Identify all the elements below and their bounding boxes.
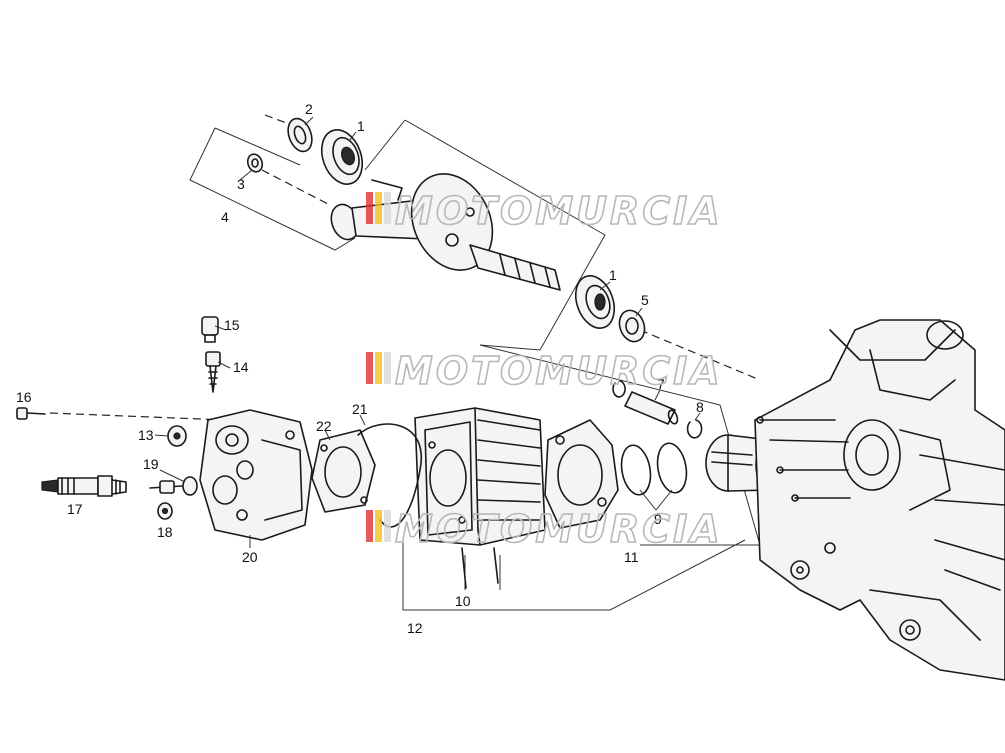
- wm-stripe: [384, 192, 391, 224]
- washer-3: [246, 153, 264, 173]
- nut-13: [167, 425, 187, 447]
- callout-15: 15: [224, 317, 240, 333]
- wm-stripe: [366, 510, 373, 542]
- callout-11: 11: [624, 549, 639, 565]
- head-group: [16, 316, 423, 541]
- callout-8: 8: [696, 399, 704, 415]
- bearing-1-top: [320, 129, 364, 185]
- callout-14: 14: [233, 359, 249, 375]
- cylinder: [414, 407, 546, 546]
- watermark-text: MOTOMURCIA: [395, 349, 723, 393]
- watermark-middle: MOTOMURCIA: [366, 348, 723, 394]
- callout-13: 13: [138, 427, 154, 443]
- callout-2: 2: [305, 101, 313, 117]
- callout-17: 17: [67, 501, 83, 517]
- watermark-bottom: MOTOMURCIA: [366, 506, 723, 552]
- watermark-top: MOTOMURCIA: [366, 188, 723, 234]
- studs-10: [461, 547, 499, 589]
- o-ring-21: [357, 423, 423, 528]
- callout-19: 19: [143, 456, 159, 472]
- crankshaft-group: [189, 114, 761, 381]
- cylinder-group: [402, 344, 785, 611]
- callout-21: 21: [352, 401, 368, 417]
- circlip-8: [686, 419, 703, 439]
- nut-18: [157, 502, 173, 520]
- piston-rings-9: [620, 442, 688, 496]
- bolt-16: [16, 407, 46, 420]
- oil-seal-2: [287, 117, 313, 153]
- bearing-1-lower: [574, 275, 616, 329]
- callout-3: 3: [237, 176, 245, 192]
- wm-stripe: [375, 510, 382, 542]
- wm-stripe: [375, 192, 382, 224]
- watermark-text: MOTOMURCIA: [395, 507, 723, 551]
- callout-1-top: 1: [357, 118, 365, 134]
- wm-stripe: [375, 352, 382, 384]
- callout-leaders: [154, 116, 701, 548]
- wm-stripe: [366, 352, 373, 384]
- head-gasket-22: [311, 429, 376, 513]
- oil-seal-5: [618, 309, 646, 343]
- callout-7: 7: [657, 376, 665, 392]
- callout-5: 5: [641, 292, 649, 308]
- callout-labels: 2 1 3 4 1 5 7 8 9 11 10 12 15 14 16 13 1…: [16, 101, 704, 636]
- sensor-14: [205, 351, 221, 393]
- watermark-text: MOTOMURCIA: [395, 189, 723, 233]
- crankcase: [754, 319, 1005, 681]
- valve-19: [149, 469, 198, 496]
- callout-16: 16: [16, 389, 32, 405]
- callout-20: 20: [242, 549, 258, 565]
- wm-stripe: [384, 510, 391, 542]
- callout-18: 18: [157, 524, 173, 540]
- piston-pin-7: [624, 391, 679, 425]
- wm-stripe: [366, 192, 373, 224]
- callout-12: 12: [407, 620, 423, 636]
- base-gasket: [544, 419, 619, 529]
- callout-4: 4: [221, 209, 229, 225]
- wm-stripe: [384, 352, 391, 384]
- cylinder-head-20: [199, 409, 313, 541]
- callout-1-lower: 1: [609, 267, 617, 283]
- callout-10: 10: [455, 593, 471, 609]
- callout-9: 9: [654, 511, 662, 527]
- callout-22: 22: [316, 418, 332, 434]
- fitting-15: [201, 316, 219, 343]
- spark-plug-17: [41, 475, 127, 497]
